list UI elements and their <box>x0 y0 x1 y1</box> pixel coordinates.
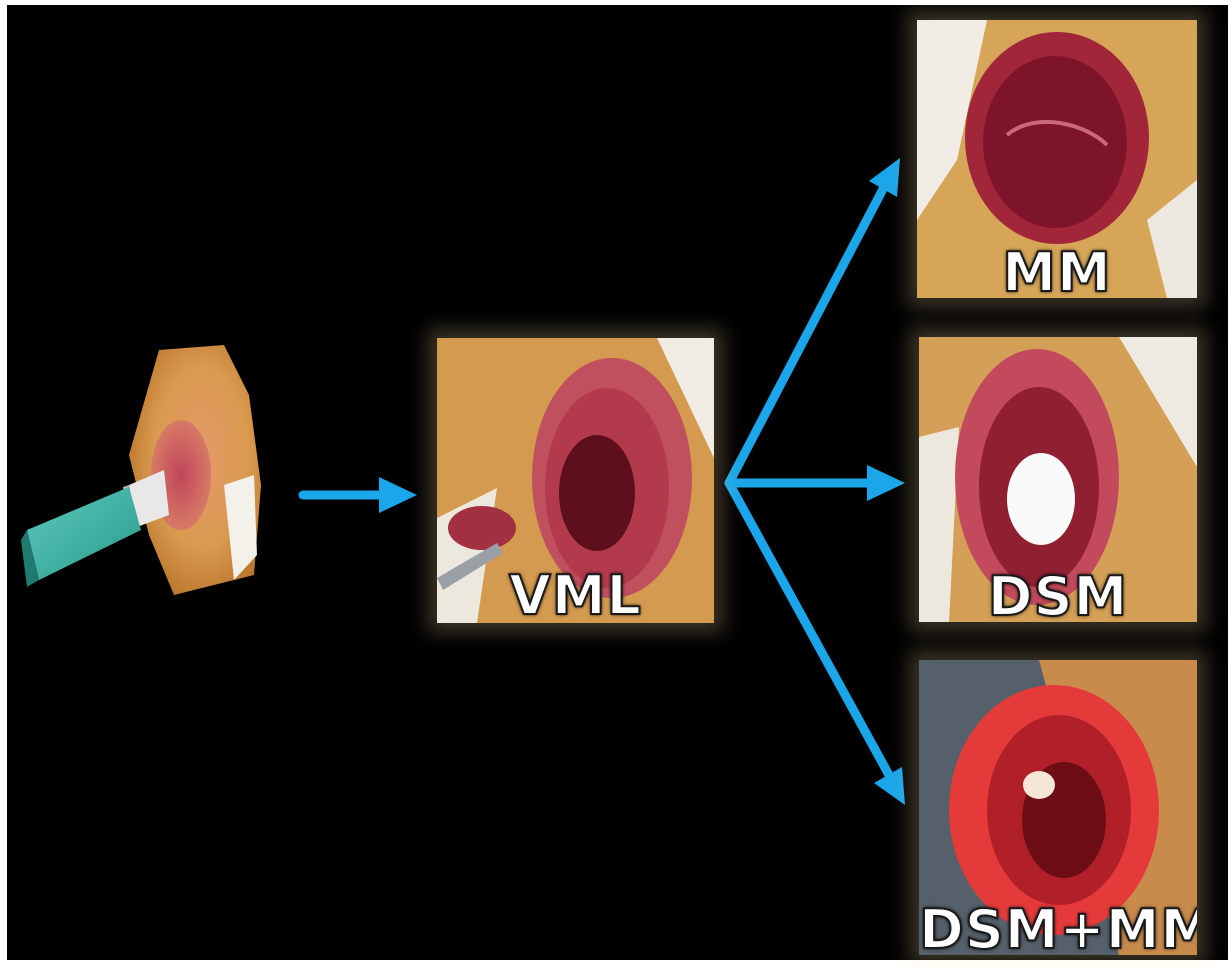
dsm-photo: DSM <box>919 337 1197 622</box>
dsm-mm-label: DSM+MM <box>919 898 1197 955</box>
vml-label: VML <box>437 564 714 623</box>
arrow-to-dsm-mm <box>729 483 889 775</box>
arrow-icon <box>867 465 905 501</box>
dsm-label: DSM <box>919 565 1197 622</box>
mm-photo: MM <box>917 20 1197 298</box>
vml-photo: VML <box>437 338 714 623</box>
mm-label: MM <box>917 241 1197 298</box>
arrow-icon <box>379 477 417 513</box>
diagram-canvas: VML MM DSM <box>7 5 1228 960</box>
arrow-to-mm <box>729 189 883 483</box>
dsm-mm-photo: DSM+MM <box>919 660 1197 955</box>
